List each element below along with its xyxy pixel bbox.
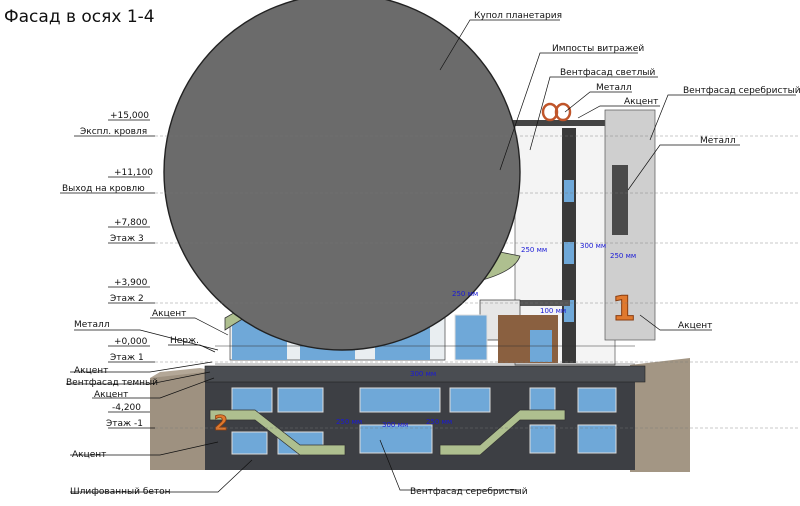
callout-label: Акцент xyxy=(152,309,186,319)
ground-right xyxy=(630,358,690,472)
callout-dark-facade: Вентфасад темный xyxy=(66,371,211,388)
level-value: +0,000 xyxy=(114,337,148,347)
callout-silver-facade-bottom: Вентфасад серебристый xyxy=(379,439,528,497)
lobby-window xyxy=(454,314,488,361)
callout-metal-top: Металл xyxy=(564,83,632,113)
dim-label: 250 мм xyxy=(452,290,478,298)
drawing-title: Фасад в осях 1-4 xyxy=(4,7,155,27)
accent-badge-two: 2 xyxy=(214,411,228,435)
tower-window xyxy=(564,300,574,322)
callout-label: Металл xyxy=(596,83,632,93)
level-value: +15,000 xyxy=(110,111,149,121)
level-lines xyxy=(155,135,800,429)
level-name: Экспл. кровля xyxy=(80,127,147,137)
level-name: Этаж -1 xyxy=(106,419,143,429)
callout-accent-bottom: Акцент xyxy=(70,441,219,460)
callout-label: Акцент xyxy=(94,390,128,400)
dim-label: 100 мм xyxy=(540,307,566,315)
dim-label: 250 мм xyxy=(426,418,452,426)
level-value: -4,200 xyxy=(112,403,141,413)
level-marker-5: -4,200 Этаж -1 xyxy=(106,403,155,429)
level-name: Этаж 3 xyxy=(110,234,144,244)
level-marker-1: +11,100 Выход на кровлю xyxy=(60,168,155,194)
callout-stainless: Нерж. xyxy=(168,336,216,353)
callout-polished-concrete: Шлифованный бетон xyxy=(70,459,253,497)
level-marker-4: +0,000 Этаж 1 xyxy=(108,337,155,363)
callout-silver-facade-top: Вентфасад серебристый xyxy=(649,86,800,141)
level-marker-3: +3,900 Этаж 2 xyxy=(108,278,155,304)
callout-label: Акцент xyxy=(624,97,658,107)
tower-window xyxy=(564,242,574,264)
level-value: +7,800 xyxy=(114,218,148,228)
level-name: Этаж 1 xyxy=(110,353,144,363)
accent-badge-one: 1 xyxy=(612,289,636,329)
dim-label: 300 мм xyxy=(580,242,606,250)
stair-left xyxy=(209,409,346,456)
callout-label: Купол планетария xyxy=(474,11,562,21)
callout-label: Металл xyxy=(700,136,736,146)
level-name: Этаж 2 xyxy=(110,294,144,304)
callout-label: Вентфасад светлый xyxy=(560,68,655,78)
callout-metal-right: Металл xyxy=(627,136,740,191)
callout-dome: Купол планетария xyxy=(439,11,562,71)
planetarium-dome xyxy=(163,0,521,351)
level-name: Выход на кровлю xyxy=(62,184,145,194)
callout-label: Акцент xyxy=(678,321,712,331)
dim-label: 250 мм xyxy=(610,252,636,260)
ground-railing xyxy=(215,345,635,365)
callout-label: Шлифованный бетон xyxy=(70,487,171,497)
dim-label: 250 мм xyxy=(521,246,547,254)
callout-accent-right: Акцент xyxy=(639,314,712,331)
callout-label: Вентфасад серебристый xyxy=(410,487,528,497)
callout-label: Вентфасад серебристый xyxy=(683,86,800,96)
callout-label: Импосты витражей xyxy=(552,44,644,54)
lower-windows xyxy=(231,387,617,455)
callout-label: Металл xyxy=(74,320,110,330)
callout-label: Акцент xyxy=(72,450,106,460)
level-value: +3,900 xyxy=(114,278,148,288)
metal-fins xyxy=(612,165,628,235)
callout-light-facade: Вентфасад светлый xyxy=(529,68,658,151)
dim-label: 300 мм xyxy=(382,421,408,429)
callout-label: Вентфасад темный xyxy=(66,378,158,388)
callout-label: Нерж. xyxy=(170,336,199,346)
dim-label: 300 мм xyxy=(410,370,436,378)
callout-accent-left2: Акцент xyxy=(70,361,213,376)
callout-accent-left3: Акцент xyxy=(92,377,215,400)
callout-accent-top: Акцент xyxy=(577,97,660,119)
callout-label: Акцент xyxy=(74,366,108,376)
level-marker-0: +15,000 Экспл. кровля xyxy=(74,111,155,137)
callout-metal-left: Металл xyxy=(74,320,219,351)
roof-rail xyxy=(505,120,615,126)
stair-right xyxy=(439,409,566,456)
callout-accent-left1: Акцент xyxy=(150,309,229,336)
dim-label: 250 мм xyxy=(336,418,362,426)
level-value: +11,100 xyxy=(114,168,153,178)
tower-window xyxy=(564,180,574,202)
roof-metal-coils xyxy=(541,102,572,122)
level-marker-2: +7,800 Этаж 3 xyxy=(108,218,155,244)
callout-imposts: Импосты витражей xyxy=(499,44,644,171)
slab-band xyxy=(204,365,646,383)
